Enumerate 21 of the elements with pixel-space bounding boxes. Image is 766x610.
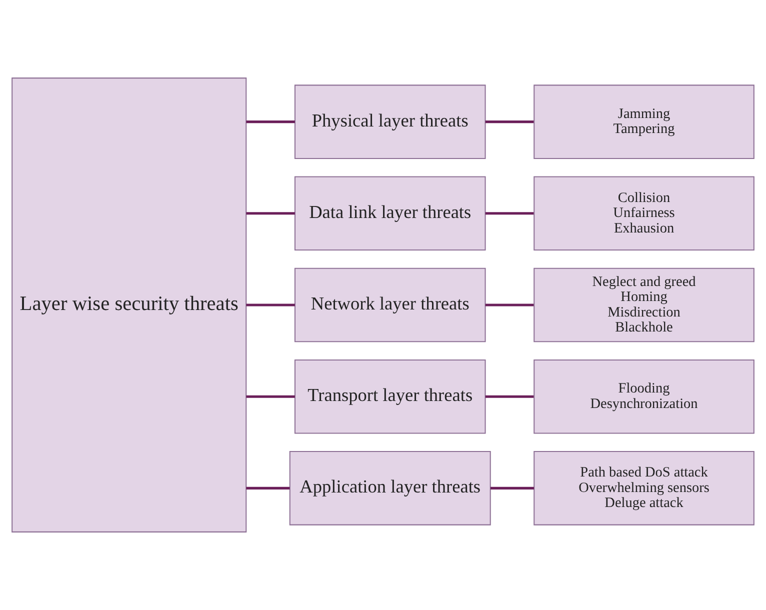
node-box: Data link layer threats (294, 176, 486, 251)
connector (246, 395, 295, 398)
connector (485, 212, 534, 215)
connector (485, 395, 534, 398)
node-box: Collision Unfairness Exhausion (534, 176, 754, 251)
connector (485, 120, 534, 124)
connector (485, 304, 534, 306)
connector (246, 304, 295, 306)
node-box: Transport layer threats (294, 359, 486, 434)
connector (246, 120, 295, 124)
connector (246, 212, 295, 215)
node-box: Network layer threats (294, 268, 486, 342)
node-box: Application layer threats (289, 451, 491, 526)
connector (490, 486, 534, 490)
node-box: Flooding Desynchronization (534, 359, 754, 434)
node-box: Jamming Tampering (534, 84, 754, 159)
node-box: Neglect and greed Homing Misdirection Blackhole (534, 268, 754, 342)
node-box: Path based DoS attack Overwhelming sensors Deluge attack (534, 451, 754, 526)
node-box: Physical layer threats (294, 84, 486, 159)
node-box: Layer wise security threats (12, 78, 247, 532)
connector (246, 486, 290, 490)
